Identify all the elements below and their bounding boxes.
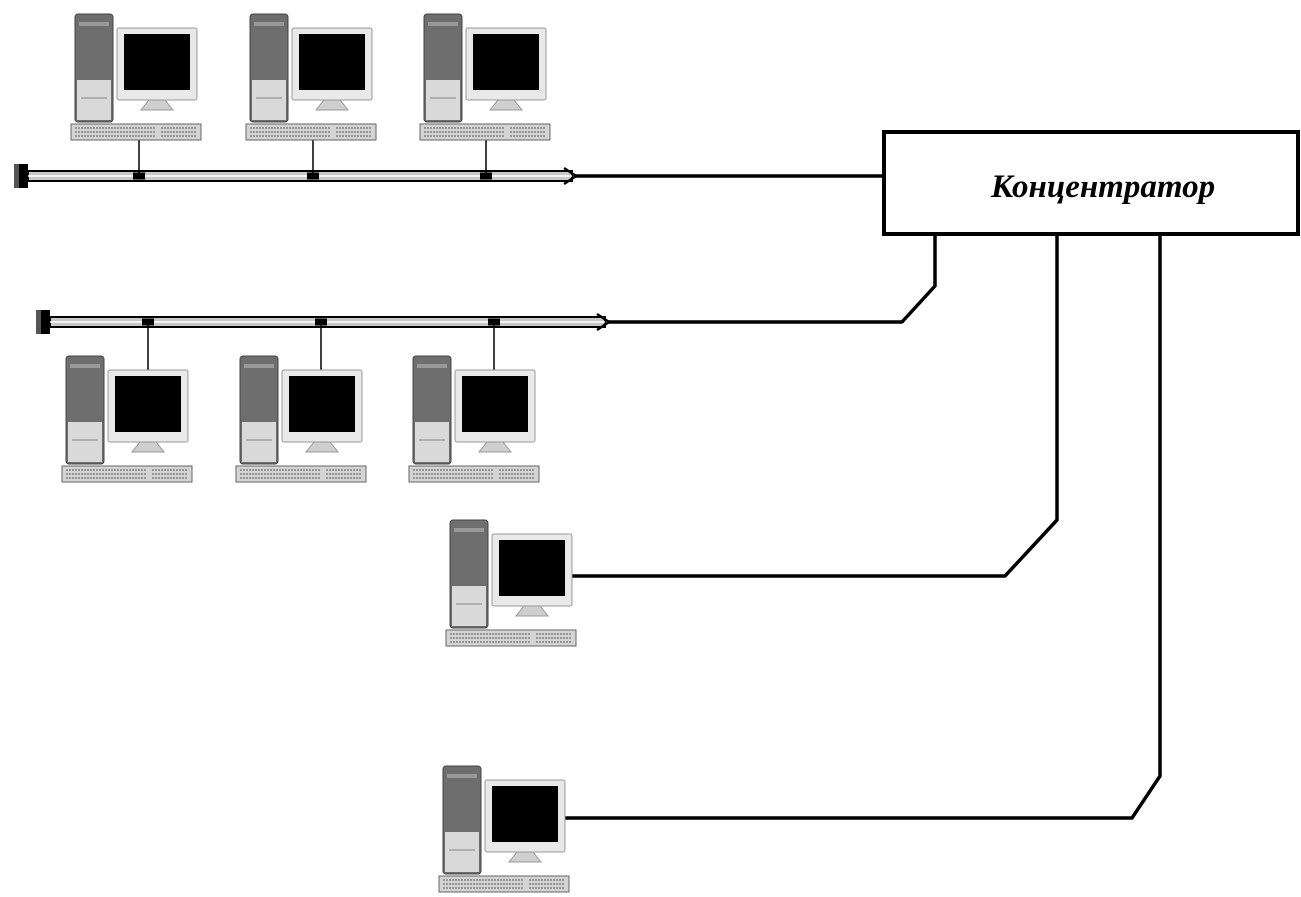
tap-connector [142,318,154,326]
cable-station-1 [570,234,1059,578]
monitor-screen [124,34,190,90]
bus-end-arrow [596,312,612,332]
bus-segment-1 [14,140,579,188]
hub-box [882,130,1300,236]
bus-terminator-cap [14,164,19,188]
monitor-stand [130,441,166,453]
drive-bay [417,364,447,368]
computer-icon [245,13,377,141]
computer-icon [445,519,577,647]
bus-segment-2 [36,310,612,374]
tap-connector [133,172,145,180]
computer-icon [70,13,202,141]
computer-icon [438,765,570,893]
drive-bay [244,364,274,368]
tower-panel [426,80,460,120]
tap-connector [480,172,492,180]
drive-bay [428,22,458,26]
monitor-screen [115,376,181,432]
monitor-stand [139,99,175,111]
monitor-stand [477,441,513,453]
drive-bay [79,22,109,26]
bus-end-arrow [563,166,579,186]
tower-panel [252,80,286,120]
tower-panel [242,422,276,462]
cable-bus-2 [608,234,937,324]
computer-icon [419,13,551,141]
monitor-screen [492,786,558,842]
tower-panel [445,832,479,872]
computers [61,13,577,893]
bus-terminator-cap [36,310,41,334]
monitor-stand [304,441,340,453]
monitor-screen [299,34,365,90]
monitor-screen [462,376,528,432]
tower-panel [77,80,111,120]
tower-panel [452,586,486,626]
computer-icon [235,355,367,483]
drive-bay [254,22,284,26]
cables [565,174,1162,820]
monitor-stand [514,605,550,617]
monitor-screen [289,376,355,432]
tap-connector [307,172,319,180]
bus-terminator [40,310,50,334]
computer-icon [61,355,193,483]
monitor-stand [488,99,524,111]
monitor-stand [507,851,543,863]
computer-icon [408,355,540,483]
tap-connector [488,318,500,326]
tap-connector [315,318,327,326]
monitor-stand [314,99,350,111]
drive-bay [447,774,477,778]
bus-terminator [18,164,28,188]
tower-panel [68,422,102,462]
tower-panel [415,422,449,462]
cable-station-2 [565,234,1162,820]
hub: Концентратор [882,130,1300,236]
hub-label: Концентратор [990,169,1215,205]
monitor-screen [473,34,539,90]
drive-bay [70,364,100,368]
monitor-screen [499,540,565,596]
drive-bay [454,528,484,532]
